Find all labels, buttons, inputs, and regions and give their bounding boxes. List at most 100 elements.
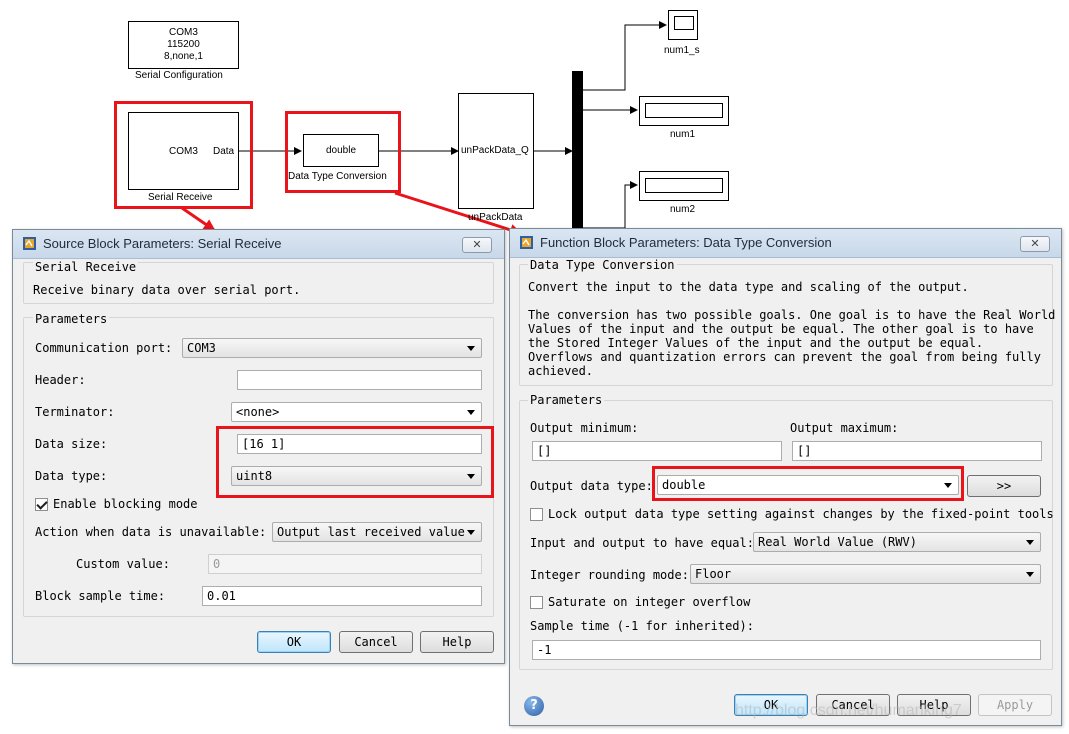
chevron-down-icon xyxy=(467,410,475,415)
output-maximum-input[interactable]: [] xyxy=(792,441,1042,461)
highlight-data-settings xyxy=(216,426,494,498)
data-type-conversion-block[interactable]: double xyxy=(303,134,379,167)
blocking-mode-label: Enable blocking mode xyxy=(53,497,198,511)
parameters-group xyxy=(519,400,1053,670)
display-screen xyxy=(645,178,723,193)
highlight-output-data-type xyxy=(652,466,964,501)
rounding-mode-select[interactable]: Floor xyxy=(690,564,1041,584)
data-size-label: Data size: xyxy=(35,437,108,451)
ok-button[interactable]: OK xyxy=(734,694,808,716)
description-line: Convert the input to the data type and s… xyxy=(528,280,969,294)
dialog-titlebar[interactable]: Source Block Parameters: Serial Receive … xyxy=(13,230,504,259)
description-group-title: Serial Receive xyxy=(33,260,139,274)
data-type-conversion-dialog: Function Block Parameters: Data Type Con… xyxy=(509,228,1062,726)
help-icon-glyph: ? xyxy=(530,698,538,713)
data-type-value: uint8 xyxy=(236,469,273,483)
data-type-select[interactable]: uint8 xyxy=(231,466,482,486)
description-group xyxy=(519,264,1053,386)
input-output-equal-value: Real World Value (RWV) xyxy=(758,535,917,549)
rounding-mode-value: Floor xyxy=(695,567,732,581)
serial-config-block[interactable]: COM3 115200 8,none,1 xyxy=(128,21,239,69)
bus-demux-bar[interactable] xyxy=(572,71,583,236)
block-description: Receive binary data over serial port. xyxy=(33,283,301,297)
description-line: the Stored Integer Values of the input a… xyxy=(528,336,984,350)
header-label: Header: xyxy=(35,373,86,387)
parameters-group-title: Parameters xyxy=(33,312,110,326)
chevron-down-icon xyxy=(1026,572,1034,577)
highlight-serial-receive xyxy=(114,101,253,209)
dialog-titlebar[interactable]: Function Block Parameters: Data Type Con… xyxy=(510,229,1061,258)
serial-config-name: Serial Configuration xyxy=(135,70,223,81)
highlight-data-type-conversion xyxy=(285,111,401,193)
ok-button[interactable]: OK xyxy=(257,631,331,653)
sample-time-label: Block sample time: xyxy=(35,589,166,603)
output-data-type-label: Output data type: xyxy=(530,479,653,493)
close-icon: ✕ xyxy=(472,238,482,251)
display-num1-name: num1 xyxy=(670,129,696,140)
cancel-button[interactable]: Cancel xyxy=(816,694,890,716)
simulink-app-icon xyxy=(520,236,533,249)
saturate-overflow-label: Saturate on integer overflow xyxy=(548,595,751,609)
help-icon[interactable]: ? xyxy=(524,696,544,716)
display-screen xyxy=(645,103,723,118)
description-group-title: Data Type Conversion xyxy=(528,258,677,272)
input-output-equal-select[interactable]: Real World Value (RWV) xyxy=(753,532,1041,552)
description-line: Overflows and quantization errors can pr… xyxy=(528,350,1041,364)
output-data-type-value: double xyxy=(662,478,706,492)
blocking-mode-checkbox[interactable] xyxy=(35,498,48,511)
unpack-data-block[interactable]: unPackData_Q xyxy=(458,93,534,209)
comm-port-value: COM3 xyxy=(187,341,216,355)
comm-port-select[interactable]: COM3 xyxy=(182,338,482,358)
simulink-app-icon xyxy=(23,237,36,250)
chevron-down-icon xyxy=(467,346,475,351)
terminator-label: Terminator: xyxy=(35,405,115,419)
output-maximum-label: Output maximum: xyxy=(790,421,899,435)
terminator-select[interactable]: <none> xyxy=(231,402,482,422)
comm-port-label: Communication port: xyxy=(35,341,173,355)
display-num1[interactable] xyxy=(639,96,729,126)
help-button[interactable]: Help xyxy=(420,631,494,653)
block-description: Convert the input to the data type and s… xyxy=(528,280,1055,378)
chevron-down-icon xyxy=(467,530,475,535)
serial-receive-dialog: Source Block Parameters: Serial Receive … xyxy=(12,229,505,664)
display-num2-name: num2 xyxy=(670,204,696,215)
help-button[interactable]: Help xyxy=(897,694,971,716)
serial-receive-output: Data xyxy=(213,146,235,157)
close-button[interactable]: ✕ xyxy=(462,237,492,253)
input-output-equal-label: Input and output to have equal: xyxy=(530,536,754,550)
close-icon: ✕ xyxy=(1030,237,1040,250)
lock-data-type-label: Lock output data type setting against ch… xyxy=(548,507,1054,521)
action-unavailable-label: Action when data is unavailable: xyxy=(35,525,267,539)
action-unavailable-select[interactable]: Output last received value xyxy=(272,522,482,542)
close-button[interactable]: ✕ xyxy=(1020,236,1050,252)
scope-num1-s[interactable] xyxy=(668,10,698,40)
chevron-down-icon xyxy=(944,483,952,488)
sample-time-input[interactable]: -1 xyxy=(532,640,1041,660)
scope-num1-s-name: num1_s xyxy=(664,45,700,56)
custom-value-label: Custom value: xyxy=(76,557,170,571)
description-group xyxy=(23,262,494,304)
data-type-assistant-button[interactable]: >> xyxy=(967,475,1041,497)
header-input[interactable] xyxy=(237,370,482,390)
serial-config-baud: 115200 xyxy=(167,39,200,50)
description-line xyxy=(528,294,1055,308)
output-minimum-input[interactable]: [] xyxy=(532,441,782,461)
lock-data-type-checkbox[interactable] xyxy=(530,508,543,521)
cancel-button[interactable]: Cancel xyxy=(339,631,413,653)
serial-receive-block[interactable]: COM3 Data xyxy=(128,112,239,190)
saturate-overflow-checkbox[interactable] xyxy=(530,596,543,609)
sample-time-label: Sample time (-1 for inherited): xyxy=(530,619,754,633)
chevron-down-icon xyxy=(1026,540,1034,545)
serial-receive-name: Serial Receive xyxy=(148,192,213,203)
description-line: achieved. xyxy=(528,364,594,378)
display-num2[interactable] xyxy=(639,171,729,201)
parameters-group-title: Parameters xyxy=(528,393,605,407)
output-data-type-select[interactable]: double xyxy=(657,475,959,495)
apply-button[interactable]: Apply xyxy=(978,694,1052,716)
dialog-title: Function Block Parameters: Data Type Con… xyxy=(540,235,832,250)
sample-time-input[interactable]: 0.01 xyxy=(202,586,482,606)
data-type-conversion-label: double xyxy=(325,145,357,156)
unpack-data-input-label: unPackData_Q xyxy=(461,145,529,156)
data-size-input[interactable]: [16 1] xyxy=(237,434,482,454)
custom-value-input[interactable]: 0 xyxy=(208,554,482,574)
